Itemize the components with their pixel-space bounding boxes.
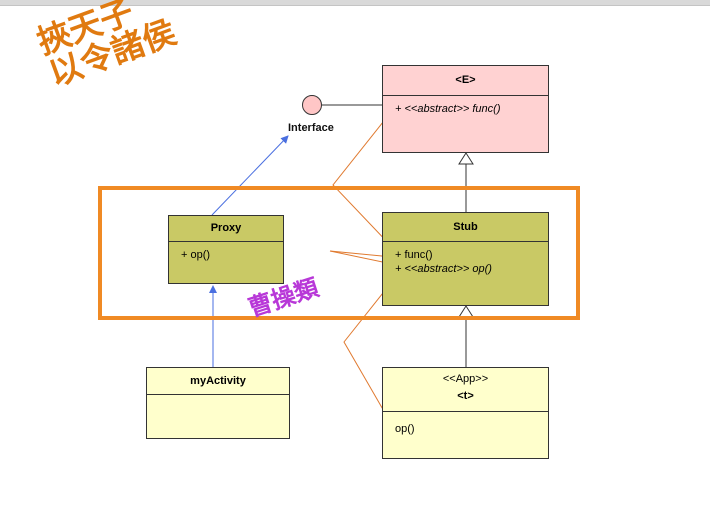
- class-app-name: <t>: [457, 390, 474, 402]
- class-my-activity-name: myActivity: [147, 368, 289, 395]
- class-stub-op: + <<abstract>> op(): [395, 263, 492, 275]
- class-stub: Stub + func() + <<abstract>> op(): [382, 212, 549, 306]
- class-proxy-name: Proxy: [169, 216, 283, 242]
- proxy-to-interface-arrow: [211, 135, 289, 216]
- class-e: <E> + <<abstract>> func(): [382, 65, 549, 153]
- class-app-op: op(): [395, 423, 415, 435]
- class-proxy-operations: + op(): [169, 242, 283, 262]
- class-app-stereotype: <<App>>: [442, 373, 489, 385]
- class-proxy: Proxy + op(): [168, 215, 284, 284]
- op-call-arrow-1: [329, 250, 393, 267]
- class-e-operations: + <<abstract>> func(): [383, 96, 548, 116]
- abstract-op-arrow: [343, 273, 399, 426]
- class-e-op: + <<abstract>> func(): [395, 103, 501, 115]
- class-proxy-op: + op(): [181, 249, 211, 261]
- interface-lollipop-icon: [302, 95, 322, 115]
- highlight-frame: [98, 186, 580, 320]
- class-stub-operations: + func() + <<abstract>> op(): [383, 242, 548, 276]
- class-app-operations: op(): [383, 412, 548, 436]
- op-call-arrow-2: [329, 250, 393, 261]
- top-bar: [0, 0, 710, 6]
- class-app: <<App>> <t> op(): [382, 367, 549, 459]
- func-call-arrow: [332, 106, 396, 248]
- interface-label: Interface: [288, 122, 334, 134]
- class-my-activity: myActivity: [146, 367, 290, 439]
- class-stub-op: + func(): [395, 249, 433, 261]
- class-app-header: <<App>> <t>: [383, 368, 548, 412]
- class-stub-name: Stub: [383, 213, 548, 242]
- stub-generalization-arrowhead: [458, 152, 474, 165]
- class-e-name: <E>: [383, 66, 548, 96]
